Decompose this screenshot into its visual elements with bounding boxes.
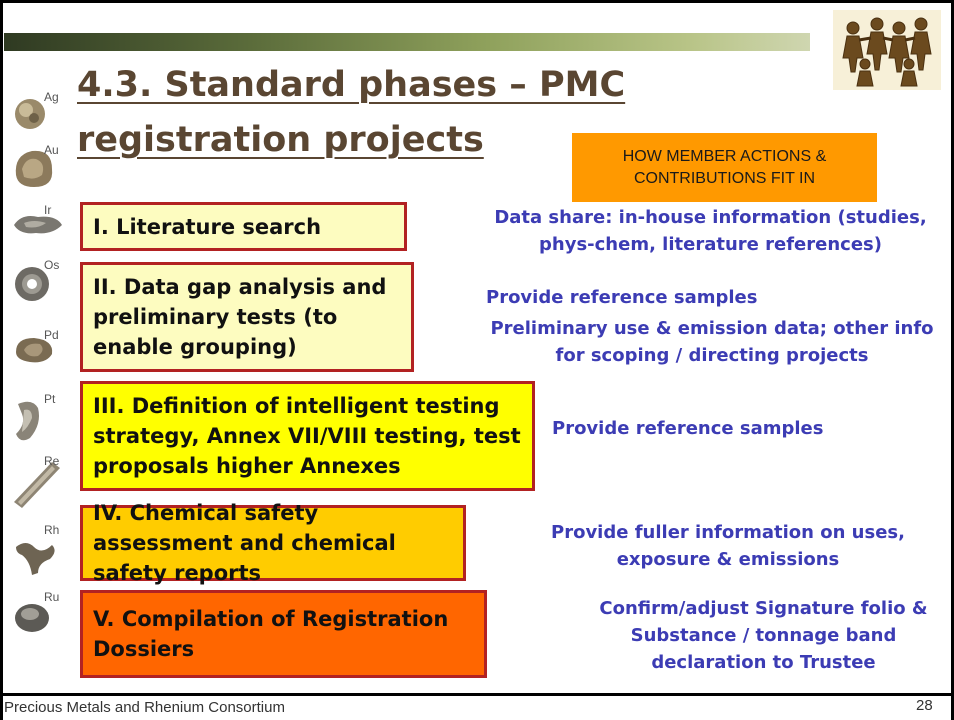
phase-4-box: IV. Chemical safety assessment and chemi… <box>80 501 466 585</box>
note-reference-samples-2: Provide reference samples <box>552 418 824 439</box>
ruthenium-nugget-icon <box>15 604 49 632</box>
phase-5-label: V. Compilation of Registration Dossiers <box>93 607 449 661</box>
callout-line-2: CONTRIBUTIONS FIT IN <box>633 169 816 187</box>
member-actions-callout: HOW MEMBER ACTIONS & CONTRIBUTIONS FIT I… <box>572 133 877 202</box>
note-preliminary-use: Preliminary use & emission data; other i… <box>490 318 934 366</box>
metal-symbol-os: Os <box>44 258 60 272</box>
phase-4-label: IV. Chemical safety assessment and chemi… <box>93 501 396 585</box>
phase-1-box: I. Literature search <box>80 202 407 251</box>
phase-2-label: II. Data gap analysis and preliminary te… <box>93 275 387 359</box>
rhodium-nugget-icon <box>16 543 55 575</box>
slide-border-top <box>0 0 954 3</box>
metal-symbol-re: Re <box>44 454 60 468</box>
note-signature-folio: Confirm/adjust Signature folio & Substan… <box>599 598 928 673</box>
note-reference-samples-1: Provide reference samples <box>486 287 758 308</box>
phase-3-label: III. Definition of intelligent testing s… <box>93 394 521 478</box>
metal-symbol-au: Au <box>44 143 59 157</box>
slide-border-bottom <box>0 693 954 696</box>
footer-organization: Precious Metals and Rhenium Consortium <box>4 699 285 716</box>
page-number: 28 <box>916 697 933 714</box>
metal-ir: Ir <box>12 203 66 255</box>
metal-rh: Rh <box>12 523 66 575</box>
silver-nugget-icon <box>15 99 45 129</box>
metal-ag: Ag <box>12 90 66 142</box>
iridium-nugget-icon <box>14 216 62 234</box>
gold-nugget-icon <box>15 150 53 187</box>
slide-border-left <box>0 0 3 720</box>
metal-symbol-pt: Pt <box>44 392 56 406</box>
osmium-nugget-icon <box>15 267 49 301</box>
metal-symbol-ru: Ru <box>44 590 60 604</box>
phase-3-box: III. Definition of intelligent testing s… <box>80 381 535 491</box>
metal-re: Re <box>12 454 66 508</box>
callout-line-1: HOW MEMBER ACTIONS & <box>622 147 827 165</box>
consortium-logo-icon <box>833 10 941 90</box>
slide-title: 4.3. Standard phases – PMC registration … <box>77 65 626 160</box>
note-fuller-information: Provide fuller information on uses, expo… <box>551 522 905 570</box>
metal-symbol-rh: Rh <box>44 523 60 537</box>
phase-1-label: I. Literature search <box>93 214 322 239</box>
metal-pt: Pt <box>12 392 66 444</box>
rhenium-bar-icon <box>14 462 60 508</box>
header-gradient-bar <box>4 33 810 51</box>
metal-au: Au <box>12 143 66 195</box>
phase-5-box: V. Compilation of Registration Dossiers <box>80 590 487 678</box>
note-data-share: Data share: in-house information (studie… <box>494 207 927 255</box>
metal-symbol-pd: Pd <box>44 328 59 342</box>
slide-border-right <box>951 0 954 720</box>
platinum-nugget-icon <box>16 401 39 441</box>
phase-2-box: II. Data gap analysis and preliminary te… <box>80 262 414 372</box>
metal-symbol-ir: Ir <box>44 203 52 217</box>
palladium-nugget-icon <box>16 338 53 363</box>
metal-pd: Pd <box>12 328 66 380</box>
metal-ru: Ru <box>12 590 66 642</box>
metal-os: Os <box>12 258 66 310</box>
metal-symbol-ag: Ag <box>44 90 59 104</box>
